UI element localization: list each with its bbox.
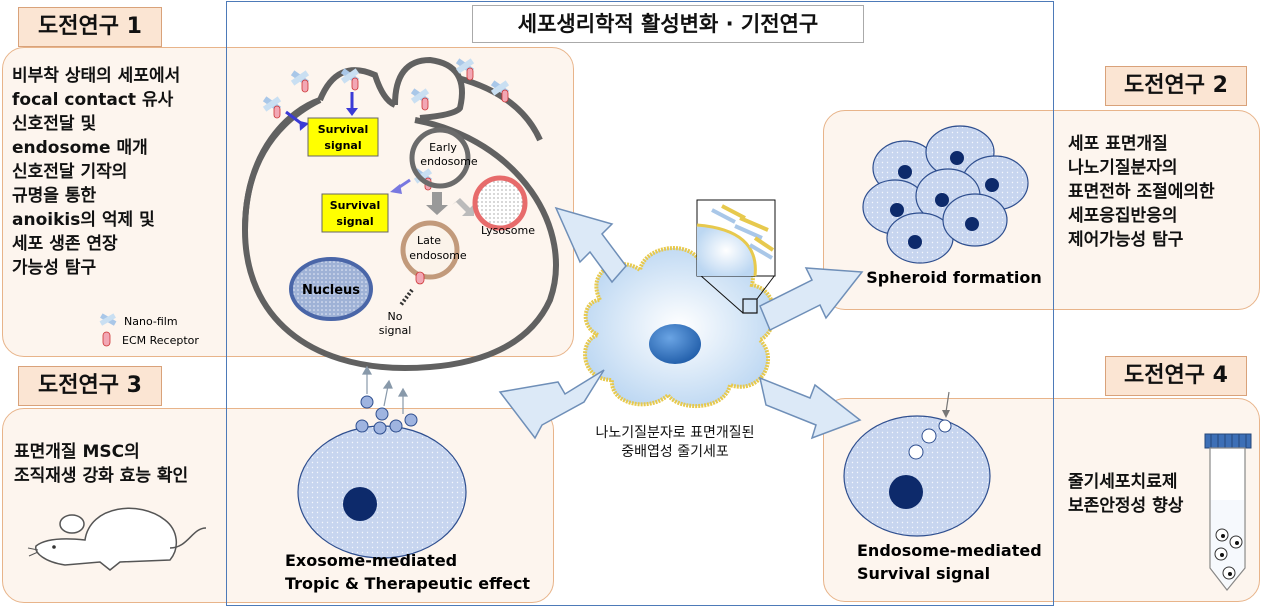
challenge1-tag: 도전연구 1 bbox=[18, 7, 162, 47]
exosome-cell bbox=[297, 365, 467, 559]
challenge3-text: 표면개질 MSC의 조직재생 강화 효능 확인 bbox=[14, 442, 189, 486]
nucleus-label: Nucleus bbox=[302, 283, 360, 298]
endosome-label-2: Survival signal bbox=[857, 564, 990, 583]
challenge1-text: 비부착 상태의 세포에서 focal contact 유사 신호전달 및 end… bbox=[12, 66, 181, 278]
challenge4-text: 줄기세포치료제 보존안정성 향상 bbox=[1068, 472, 1184, 516]
challenge2-tag: 도전연구 2 bbox=[1105, 66, 1247, 106]
main-title: 세포생리학적 활성변화 · 기전연구 bbox=[472, 5, 864, 43]
early-endosome-line2: endosome bbox=[420, 155, 478, 168]
center-stem-cell bbox=[583, 199, 776, 409]
ecm-receptor-legend-icon bbox=[102, 331, 111, 347]
endosome-cell bbox=[843, 391, 991, 537]
exosome-label-1: Exosome-mediated bbox=[285, 551, 457, 570]
center-caption: 나노기질분자로 표면개질된 중배엽성 줄기세포 bbox=[595, 425, 755, 460]
mouse-illustration bbox=[27, 507, 207, 571]
spheroid-cluster bbox=[862, 125, 1029, 264]
central-frame bbox=[226, 1, 1054, 606]
early-endosome-line1: Early bbox=[429, 141, 457, 154]
challenge2-text: 세포 표면개질 나노기질분자의 표면전하 조절에의한 세포응집반응의 제어가능성… bbox=[1068, 134, 1215, 250]
survival-signal-2-line1: Survival bbox=[330, 199, 380, 212]
late-endosome-line2: endosome bbox=[409, 249, 467, 262]
endosome-label-1: Endosome-mediated bbox=[857, 541, 1042, 560]
cell-schematic: Survival signal Survival signal Early en… bbox=[241, 56, 559, 372]
legend-ecm: ECM Receptor bbox=[122, 334, 199, 347]
legend-nanofilm: Nano-film bbox=[124, 315, 178, 328]
spheroid-label: Spheroid formation bbox=[866, 268, 1041, 287]
nucleus-shape bbox=[289, 257, 373, 321]
arrow-to-challenge2 bbox=[759, 267, 864, 332]
direction-arrows bbox=[498, 206, 864, 440]
challenge4-tag: 도전연구 4 bbox=[1105, 356, 1247, 396]
arrow-to-challenge1 bbox=[554, 206, 627, 284]
cryovial bbox=[1204, 433, 1252, 591]
nanofilm-legend-icon bbox=[99, 313, 117, 326]
lysosome-label: Lysosome bbox=[481, 224, 535, 237]
arrow-to-challenge3 bbox=[498, 369, 605, 440]
survival-signal-1-line2: signal bbox=[324, 139, 361, 152]
nanofilm-receptor-markers bbox=[262, 58, 510, 191]
no-signal-line1: No bbox=[388, 310, 403, 323]
late-endosome-line1: Late bbox=[417, 234, 441, 247]
arrow-to-challenge4 bbox=[758, 376, 862, 440]
survival-signal-1-line1: Survival bbox=[318, 123, 368, 136]
no-signal-line2: signal bbox=[379, 324, 412, 337]
exosome-label-2: Tropic & Therapeutic effect bbox=[285, 574, 530, 593]
challenge3-tag: 도전연구 3 bbox=[18, 366, 162, 406]
legend: Nano-film ECM Receptor bbox=[99, 313, 199, 347]
survival-signal-2-line2: signal bbox=[336, 215, 373, 228]
